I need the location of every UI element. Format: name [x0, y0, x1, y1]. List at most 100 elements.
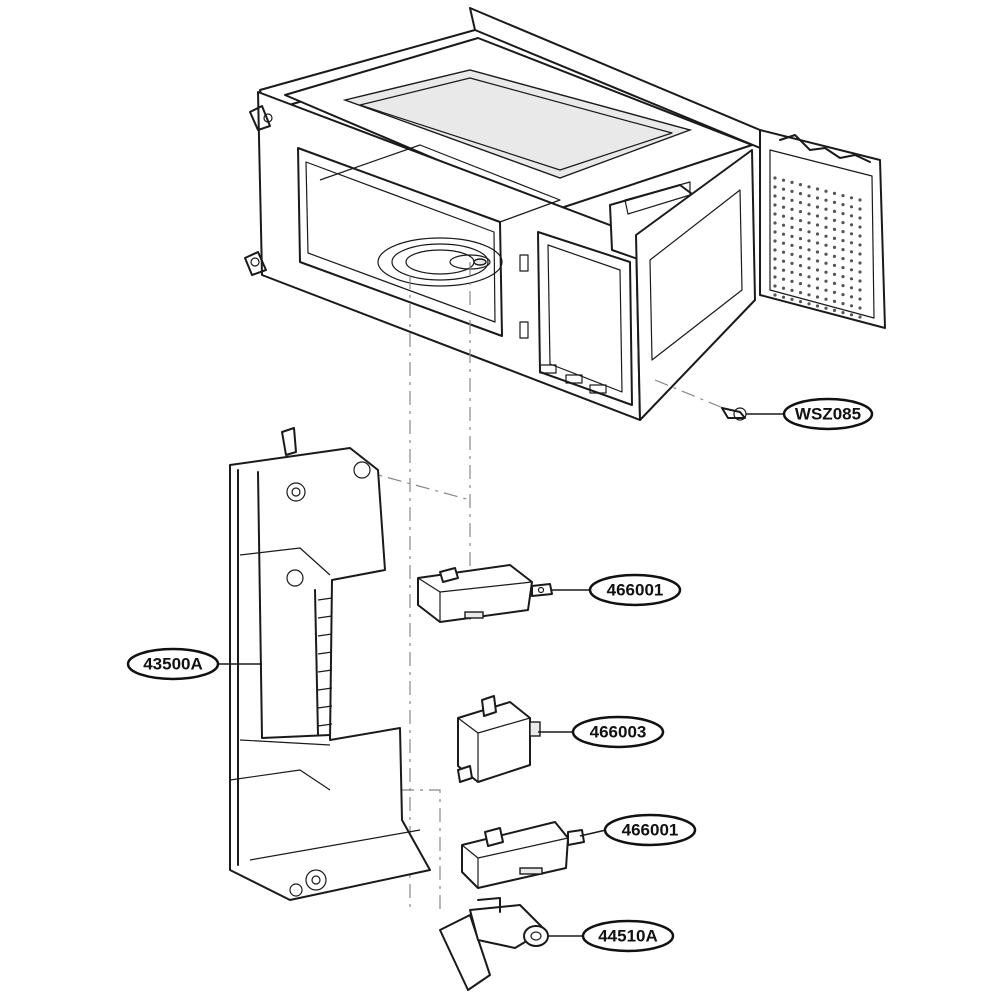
vent-hole — [815, 187, 820, 191]
latch-lever — [439, 897, 549, 991]
vent-hole — [824, 279, 828, 283]
callout-466001-bottom: 466001 — [603, 813, 697, 847]
vent-hole — [781, 286, 786, 290]
vent-hole — [849, 268, 854, 272]
vent-hole — [858, 216, 862, 220]
vent-hole — [832, 254, 837, 258]
vent-hole — [790, 180, 794, 184]
vent-hole — [781, 178, 786, 182]
vent-hole — [815, 259, 820, 263]
vent-hole — [824, 234, 828, 238]
vent-hole — [807, 185, 811, 189]
callout-wsz085: WSZ085 — [782, 397, 874, 431]
vent-hole — [815, 250, 820, 254]
vent-hole — [858, 297, 862, 301]
vent-hole — [781, 250, 786, 254]
vent-hole — [773, 275, 777, 279]
vent-hole — [832, 281, 837, 285]
vent-hole — [815, 196, 820, 200]
vent-hole — [832, 218, 837, 222]
vent-hole — [790, 297, 794, 301]
vent-hole — [841, 239, 845, 243]
vent-hole — [798, 300, 803, 304]
micro-switch-top — [417, 564, 553, 623]
vent-hole — [841, 248, 845, 252]
vent-hole — [824, 207, 828, 211]
vent-hole — [798, 219, 803, 223]
vent-hole — [807, 230, 811, 234]
vent-hole — [781, 268, 786, 272]
vent-hole — [832, 263, 837, 267]
vent-hole — [841, 266, 845, 270]
vent-hole — [773, 194, 777, 198]
vent-hole — [773, 266, 777, 270]
vent-hole — [781, 187, 786, 191]
vent-hole — [832, 191, 837, 195]
vent-hole — [773, 248, 777, 252]
vent-hole — [773, 230, 777, 234]
vent-hole — [841, 212, 845, 216]
callout-bubble — [126, 647, 220, 681]
callout-466001-top: 466001 — [588, 573, 682, 607]
callout-bubble — [581, 919, 675, 953]
vent-hole — [815, 304, 820, 308]
vent-hole — [798, 210, 803, 214]
vent-hole — [841, 302, 845, 306]
vent-hole — [773, 203, 777, 207]
vent-hole — [849, 277, 854, 281]
vent-hole — [781, 241, 786, 245]
vent-hole — [841, 293, 845, 297]
vent-hole — [773, 257, 777, 261]
vent-hole — [832, 236, 837, 240]
vent-hole — [773, 212, 777, 216]
vent-hole — [798, 246, 803, 250]
vent-hole — [824, 198, 828, 202]
vent-hole — [781, 205, 786, 209]
vent-hole — [824, 225, 828, 229]
micro-switch-bottom — [461, 821, 585, 889]
screw — [721, 407, 747, 421]
vent-hole — [858, 315, 862, 319]
vent-hole — [832, 272, 837, 276]
vent-hole — [781, 277, 786, 281]
vent-hole — [815, 223, 820, 227]
vent-hole — [841, 230, 845, 234]
vent-hole — [773, 176, 777, 180]
vent-hole — [790, 261, 794, 265]
callout-bubble — [782, 397, 874, 431]
vent-hole — [807, 239, 811, 243]
vent-hole — [798, 183, 803, 187]
callout-43500a: 43500A — [126, 647, 220, 681]
vent-hole — [841, 221, 845, 225]
vent-hole — [773, 185, 777, 189]
vent-hole — [815, 295, 820, 299]
vent-hole — [841, 275, 845, 279]
vent-hole — [849, 223, 854, 227]
vent-hole — [790, 234, 794, 238]
callout-label: 466001 — [607, 581, 664, 600]
vent-hole — [781, 259, 786, 263]
callout-466003: 466003 — [571, 715, 665, 749]
vent-hole — [807, 248, 811, 252]
vent-hole — [849, 214, 854, 218]
vent-hole — [790, 207, 794, 211]
vent-hole — [841, 194, 845, 198]
vent-hole — [858, 270, 862, 274]
callout-bubble — [603, 813, 697, 847]
vent-hole — [773, 293, 777, 297]
vent-hole — [849, 196, 854, 200]
leader-lines — [218, 413, 785, 937]
vent-hole — [858, 198, 862, 202]
vent-hole — [815, 268, 820, 272]
vent-hole — [790, 288, 794, 292]
vent-hole — [824, 216, 828, 220]
vent-hole — [798, 273, 803, 277]
vent-hole — [832, 200, 837, 204]
vent-hole — [841, 257, 845, 261]
vent-hole — [824, 270, 828, 274]
vent-hole — [781, 232, 786, 236]
vent-hole — [824, 306, 828, 310]
vent-hole — [824, 252, 828, 256]
vent-hole — [815, 277, 820, 281]
